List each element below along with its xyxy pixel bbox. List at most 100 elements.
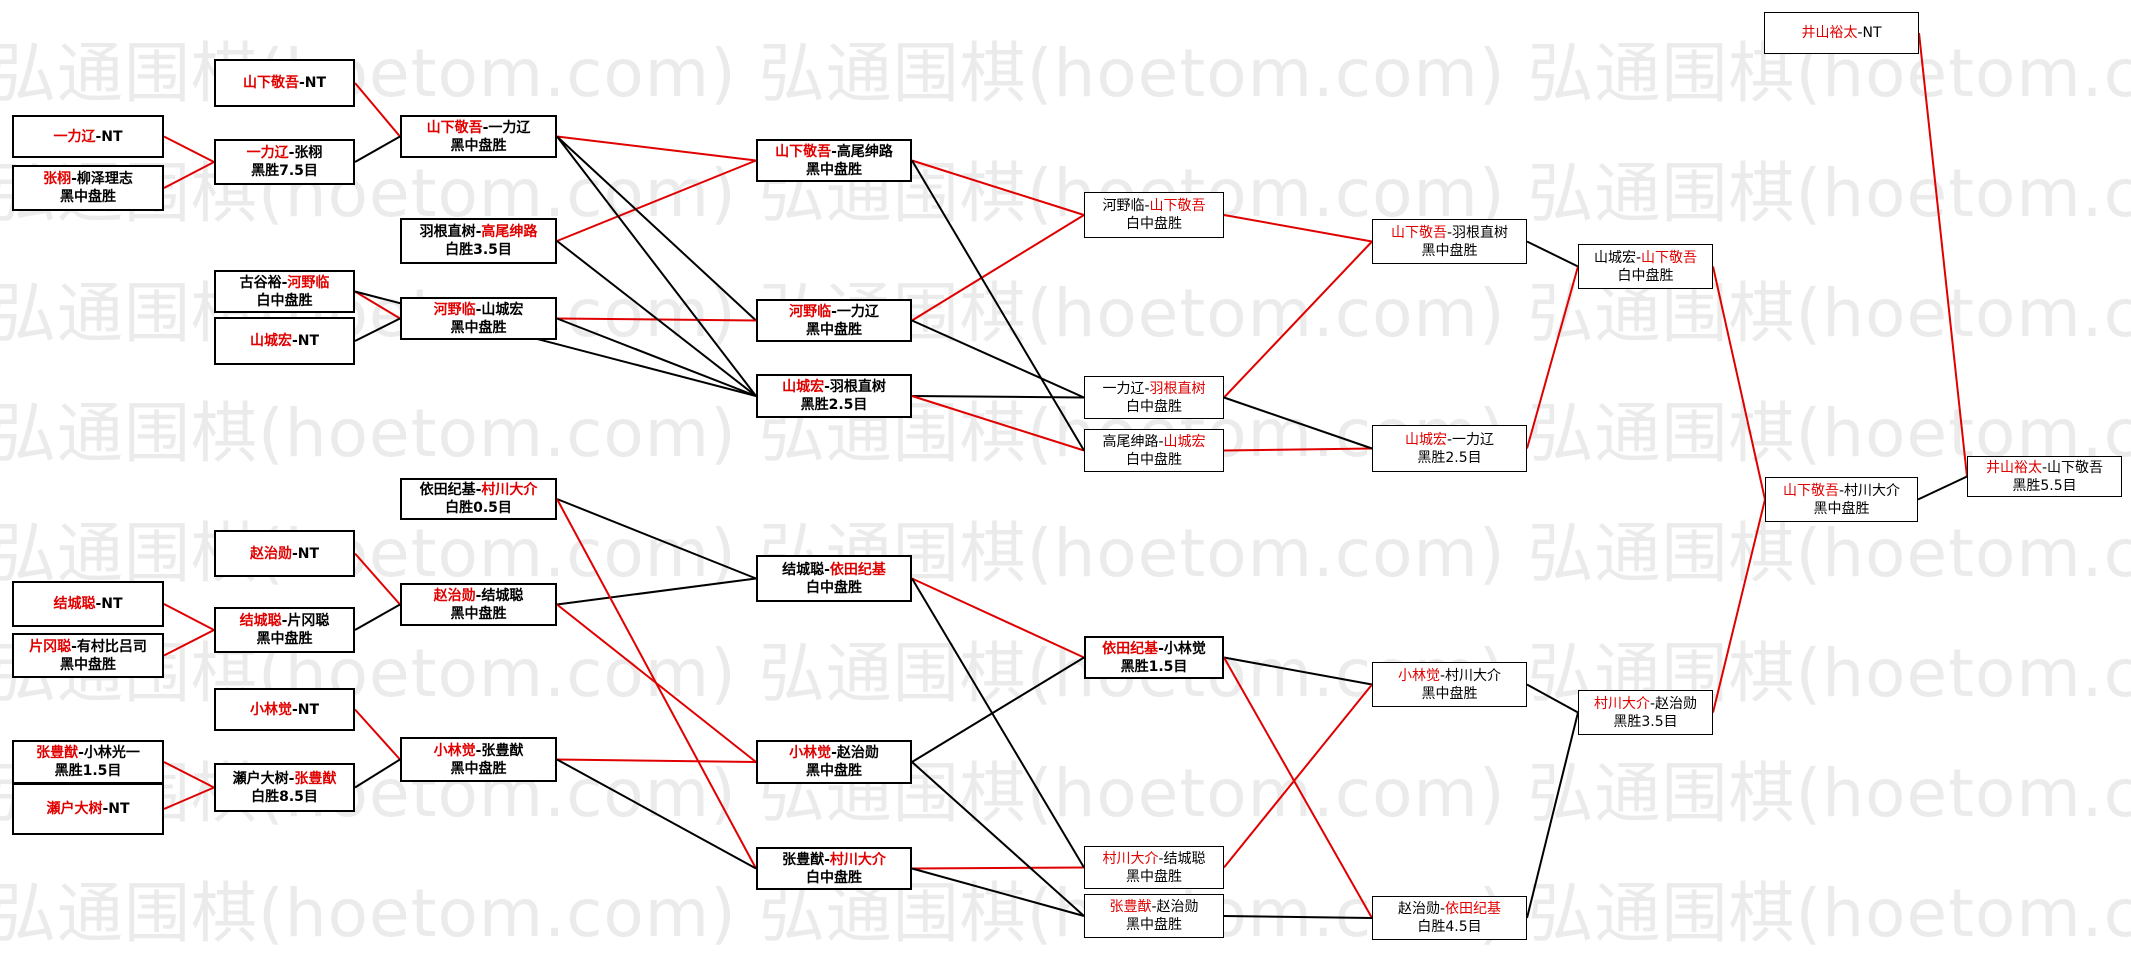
match-players: 结城聪-片冈聪 bbox=[240, 612, 330, 630]
versus-dash: - bbox=[1158, 640, 1164, 657]
match-players: 赵治勋-依田纪基 bbox=[1398, 900, 1501, 918]
match-result: 黑中盘胜 bbox=[1126, 917, 1182, 933]
match-players: 赵治勋-NT bbox=[250, 545, 319, 563]
player-two: 山下敬吾 bbox=[2047, 459, 2104, 476]
player-two: NT bbox=[101, 596, 123, 612]
versus-dash: - bbox=[824, 379, 830, 395]
match-players: 片冈聪-有村比吕司 bbox=[29, 638, 147, 656]
match-players: 井山裕太-NT bbox=[1801, 24, 1881, 42]
versus-dash: - bbox=[475, 301, 482, 318]
versus-dash: - bbox=[298, 75, 305, 91]
match-box: 河野临-一力辽黑中盘胜 bbox=[756, 299, 912, 342]
connector-line bbox=[911, 866, 1085, 870]
versus-dash: - bbox=[1439, 667, 1446, 684]
match-players: 依田纪基-小林觉 bbox=[1102, 640, 1206, 658]
match-players: 张豊猷-小林光一 bbox=[36, 744, 140, 762]
versus-dash: - bbox=[291, 333, 298, 349]
match-result: 黑中盘胜 bbox=[806, 763, 862, 779]
match-box: 一力辽-羽根直树白中盘胜 bbox=[1084, 376, 1224, 419]
connector-line bbox=[556, 240, 757, 397]
connector-line bbox=[556, 498, 757, 580]
player-one: 一力辽 bbox=[246, 145, 289, 161]
connector-line bbox=[556, 135, 757, 397]
match-box: 瀬户大树-张豊猷白胜8.5目 bbox=[214, 763, 355, 812]
versus-dash: - bbox=[281, 613, 288, 629]
match-box: 一力辽-张栩黑胜7.5目 bbox=[214, 139, 355, 185]
match-result: 白中盘胜 bbox=[256, 292, 313, 309]
match-players: 张豊猷-村川大介 bbox=[782, 851, 886, 869]
player-two: 依田纪基 bbox=[1445, 901, 1502, 917]
player-one: 依田纪基 bbox=[1102, 640, 1159, 657]
player-two: 村川大介 bbox=[1445, 667, 1502, 684]
connector-line bbox=[1526, 240, 1579, 268]
match-players: 河野临-山城宏 bbox=[434, 301, 524, 319]
player-one: 河野临 bbox=[1102, 198, 1145, 214]
player-one: 张豊猷 bbox=[782, 851, 825, 868]
match-result: 白胜3.5目 bbox=[445, 242, 512, 258]
player-one: 山下敬吾 bbox=[1782, 482, 1839, 499]
match-result: 黑胜1.5目 bbox=[54, 763, 122, 779]
match-box: 河野临-山下敬吾白中盘胜 bbox=[1084, 192, 1224, 238]
connector-line bbox=[911, 867, 1085, 917]
connector-line bbox=[1526, 266, 1579, 449]
player-two: 山城宏 bbox=[481, 301, 524, 318]
match-box: 结城聪-依田纪基白中盘胜 bbox=[756, 555, 912, 602]
versus-dash: - bbox=[1144, 380, 1150, 397]
match-players: 结城聪-NT bbox=[53, 595, 122, 613]
match-players: 山城宏-NT bbox=[250, 332, 319, 350]
player-two: 结城聪 bbox=[1163, 850, 1206, 867]
player-two: 赵治勋 bbox=[1655, 695, 1698, 712]
match-players: 小林觉-赵治勋 bbox=[789, 744, 879, 762]
match-box: 山下敬吾-高尾绅路黑中盘胜 bbox=[756, 139, 912, 182]
connector-line bbox=[354, 82, 401, 138]
player-one: 张豊猷 bbox=[36, 745, 79, 761]
player-one: 结城聪 bbox=[53, 596, 96, 612]
player-one: 山城宏 bbox=[249, 333, 292, 349]
versus-dash: - bbox=[288, 770, 295, 787]
player-one: 赵治勋 bbox=[433, 587, 476, 604]
match-box: 山城宏-NT bbox=[214, 317, 355, 365]
player-one: 山下敬吾 bbox=[775, 143, 832, 160]
versus-dash: - bbox=[1635, 249, 1642, 266]
match-result: 黑中盘胜 bbox=[256, 631, 313, 647]
versus-dash: - bbox=[475, 224, 482, 240]
versus-dash: - bbox=[288, 145, 295, 161]
player-one: 片冈聪 bbox=[29, 638, 72, 655]
match-result: 黑胜3.5目 bbox=[1613, 713, 1678, 730]
player-one: 羽根直树 bbox=[419, 224, 476, 240]
player-two: 羽根直树 bbox=[1149, 380, 1206, 397]
player-two: 高尾绅路 bbox=[481, 224, 538, 240]
match-box: 瀬户大树-NT bbox=[12, 783, 164, 835]
match-result: 白中盘胜 bbox=[806, 579, 862, 596]
connector-line bbox=[163, 161, 215, 189]
match-box: 赵治勋-NT bbox=[214, 530, 355, 577]
connector-line bbox=[911, 159, 1085, 216]
player-two: NT bbox=[297, 701, 320, 718]
connector-line bbox=[911, 577, 1085, 659]
match-box: 依田纪基-村川大介白胜0.5目 bbox=[400, 478, 557, 520]
player-two: 片冈聪 bbox=[287, 613, 330, 629]
versus-dash: - bbox=[1158, 850, 1164, 867]
player-two: NT bbox=[108, 801, 130, 817]
versus-dash: - bbox=[1649, 695, 1656, 712]
player-two: NT bbox=[101, 128, 123, 145]
match-players: 小林觉-NT bbox=[250, 701, 319, 719]
connector-line bbox=[1223, 657, 1373, 919]
match-box: 张豊猷-村川大介白中盘胜 bbox=[756, 847, 912, 890]
match-result: 黑胜7.5目 bbox=[251, 163, 318, 179]
connector-line bbox=[556, 135, 757, 162]
match-players: 赵治勋-结城聪 bbox=[434, 587, 524, 605]
match-box: 古谷裕-河野临白中盘胜 bbox=[214, 270, 355, 313]
player-one: 山城宏 bbox=[1593, 249, 1636, 266]
match-box: 村川大介-赵治勋黑胜3.5目 bbox=[1578, 690, 1713, 735]
player-two: NT bbox=[297, 545, 320, 562]
player-one: 小林觉 bbox=[1397, 667, 1440, 684]
match-box: 高尾绅路-山城宏白中盘胜 bbox=[1084, 429, 1224, 472]
match-players: 河野临-山下敬吾 bbox=[1102, 197, 1205, 215]
player-one: 井山裕太 bbox=[1801, 25, 1858, 41]
versus-dash: - bbox=[1151, 899, 1157, 915]
connector-line bbox=[354, 317, 401, 342]
match-box: 片冈聪-有村比吕司黑中盘胜 bbox=[12, 633, 164, 678]
versus-dash: - bbox=[482, 119, 489, 136]
match-players: 山下敬吾-一力辽 bbox=[427, 119, 531, 137]
